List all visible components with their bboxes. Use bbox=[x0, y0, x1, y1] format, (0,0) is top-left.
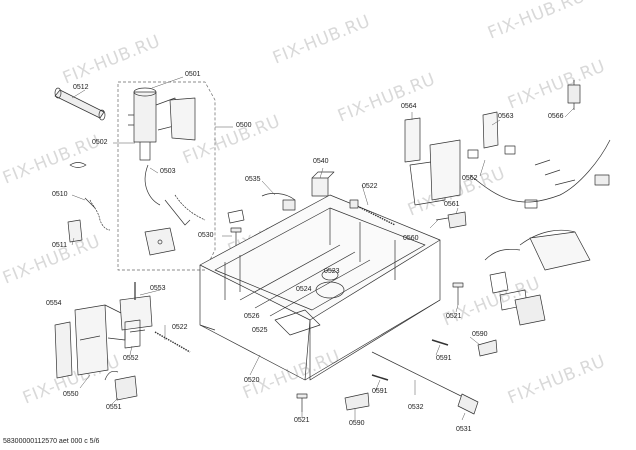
part-label-0531: 0531 bbox=[456, 426, 472, 433]
part-0511-clip bbox=[67, 219, 83, 243]
part-label-0511: 0511 bbox=[52, 242, 68, 249]
part-label-0532: 0532 bbox=[408, 404, 424, 411]
part-label-0521-right: 0521 bbox=[446, 313, 462, 320]
part-0520-base-tub bbox=[199, 194, 441, 381]
part-label-0560: 0560 bbox=[403, 235, 419, 242]
part-label-0535: 0535 bbox=[245, 176, 261, 183]
part-label-0551: 0551 bbox=[106, 404, 122, 411]
part-0540-sensor bbox=[311, 171, 335, 197]
part-0510-spring bbox=[69, 162, 111, 231]
part-label-0563: 0563 bbox=[498, 113, 514, 120]
part-0522-worm-top bbox=[349, 199, 396, 226]
part-0521-screw-right bbox=[452, 282, 464, 305]
part-0503-hose bbox=[144, 164, 206, 226]
part-label-0503: 0503 bbox=[160, 168, 176, 175]
part-0562-harness bbox=[469, 139, 611, 326]
part-label-0521-bottom: 0521 bbox=[294, 417, 310, 424]
part-label-0522-top: 0522 bbox=[362, 183, 378, 190]
part-label-0562: 0562 bbox=[462, 175, 478, 182]
part-0552-holder bbox=[124, 319, 146, 349]
part-0530-screw bbox=[230, 227, 242, 246]
part-label-0501: 0501 bbox=[185, 71, 201, 78]
part-label-0554: 0554 bbox=[46, 300, 62, 307]
part-0551-switch bbox=[104, 370, 138, 401]
part-label-0540: 0540 bbox=[313, 158, 329, 165]
part-0554-cover bbox=[54, 321, 73, 379]
part-label-0590-lower: 0590 bbox=[349, 420, 365, 427]
part-0566-connector bbox=[567, 80, 581, 110]
part-0564-bracket bbox=[404, 117, 461, 206]
part-0591-screw-right bbox=[431, 339, 449, 346]
part-0561-clip bbox=[435, 211, 467, 229]
part-0532-rod bbox=[371, 351, 466, 399]
part-label-0590-right: 0590 bbox=[472, 331, 488, 338]
part-0512-pin bbox=[54, 87, 106, 121]
part-label-0525: 0525 bbox=[252, 327, 268, 334]
part-0535-connector bbox=[227, 193, 296, 224]
part-label-0550: 0550 bbox=[63, 391, 79, 398]
part-label-0566: 0566 bbox=[548, 113, 564, 120]
part-label-0522-left: 0522 bbox=[172, 324, 188, 331]
leader-lines bbox=[71, 76, 575, 421]
part-0500-bracket bbox=[144, 227, 176, 256]
part-label-0591-right: 0591 bbox=[436, 355, 452, 362]
part-label-0523: 0523 bbox=[324, 268, 340, 275]
part-label-0530: 0530 bbox=[198, 232, 214, 239]
part-0590-cap-right bbox=[477, 339, 498, 357]
part-label-0520: 0520 bbox=[244, 377, 260, 384]
part-0550-bracket bbox=[74, 304, 126, 376]
assembly-group-outline bbox=[117, 81, 216, 271]
part-label-0510: 0510 bbox=[52, 191, 68, 198]
part-label-0524: 0524 bbox=[296, 286, 312, 293]
part-0590-cap-lower bbox=[344, 392, 370, 411]
part-label-0500: 0500 bbox=[236, 122, 252, 129]
part-0521-screw-bottom bbox=[296, 393, 308, 412]
part-label-0502: 0502 bbox=[92, 139, 108, 146]
drawing-reference-footer: 58300000112570 aet 000 c 5/6 bbox=[3, 438, 100, 445]
part-0591-screw-lower bbox=[371, 374, 389, 381]
part-0522-worm-left bbox=[154, 331, 191, 353]
part-0563-bracket bbox=[467, 111, 516, 159]
part-label-0564: 0564 bbox=[401, 103, 417, 110]
part-label-0553: 0553 bbox=[150, 285, 166, 292]
part-label-0561: 0561 bbox=[444, 201, 460, 208]
part-label-0526: 0526 bbox=[244, 313, 260, 320]
part-0502-valve bbox=[128, 87, 196, 161]
part-label-0552: 0552 bbox=[123, 355, 139, 362]
part-label-0591-lower: 0591 bbox=[372, 388, 388, 395]
part-label-0512: 0512 bbox=[73, 84, 89, 91]
part-0531-cap bbox=[457, 393, 479, 415]
